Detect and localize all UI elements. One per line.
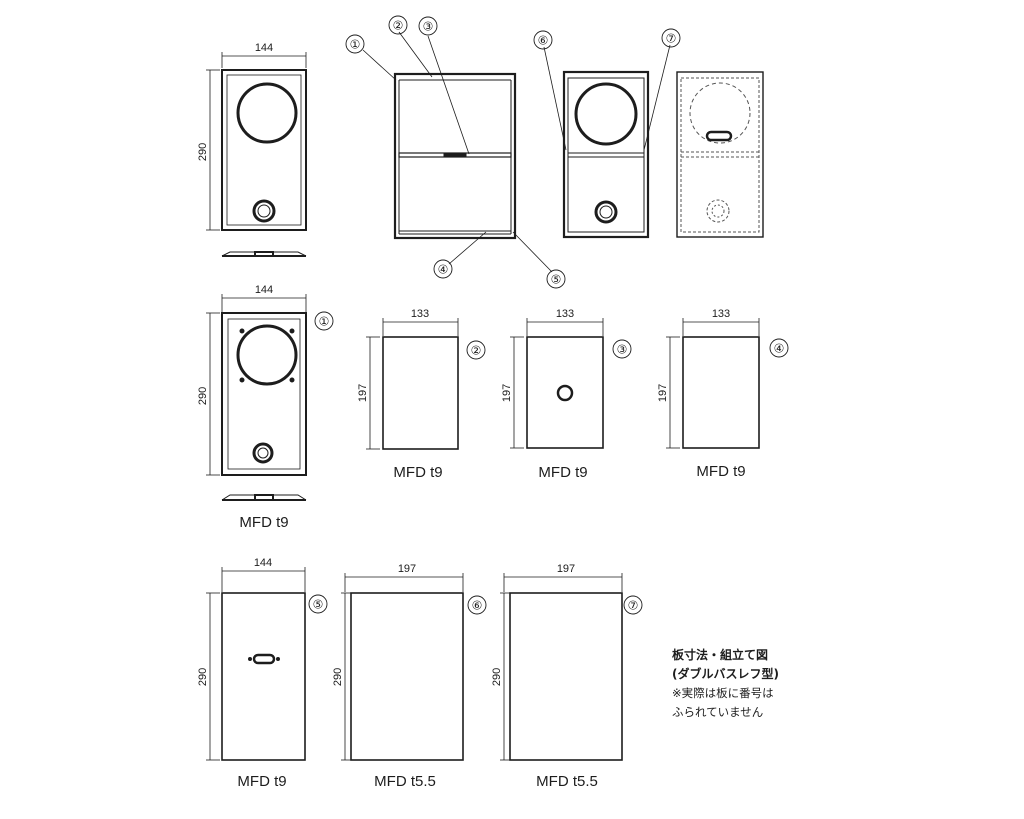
callout-3-panel: ③ — [617, 343, 628, 357]
panel-7-drawing — [500, 573, 623, 761]
panel-3-drawing — [510, 318, 604, 449]
front-view-bottom-section — [221, 251, 307, 257]
callout-circles — [308, 15, 789, 615]
dim-height-panel-6: 290 — [332, 668, 344, 686]
panel-1-drawing — [206, 294, 307, 501]
legend-note: 板寸法・組立て図 (ダブルバスレフ型) ※実際は板に番号は ふられていません — [672, 646, 832, 722]
side-assembly-view — [393, 72, 517, 240]
legend-title-line-1: 板寸法・組立て図 — [672, 648, 769, 662]
callout-5-panel: ⑤ — [313, 598, 324, 612]
dim-height-panel-2: 197 — [357, 384, 369, 402]
panel-4-drawing — [666, 318, 760, 449]
callout-5-top: ⑤ — [551, 273, 562, 287]
callout-1-top: ① — [350, 38, 361, 52]
dim-width-panel-6: 197 — [398, 563, 416, 575]
rear-view — [676, 71, 764, 238]
callout-4-panel: ④ — [774, 342, 785, 356]
material-panel-4: MFD t9 — [696, 463, 745, 480]
dim-height-panel-4: 197 — [657, 384, 669, 402]
callout-2-top: ② — [393, 19, 404, 33]
dim-width-panel-5: 144 — [254, 557, 272, 569]
callout-7-top: ⑦ — [666, 32, 677, 46]
callout-2-panel: ② — [471, 344, 482, 358]
inner-view — [562, 70, 650, 239]
dim-width-panel-4: 133 — [712, 308, 730, 320]
callout-7-panel: ⑦ — [628, 599, 639, 613]
callout-6-top: ⑥ — [538, 34, 549, 48]
dim-width-front: 144 — [255, 42, 273, 54]
callout-numbers: ① ② ③ ④ ⑤ ⑥ ⑦ ① ② ③ ④ ⑤ ⑥ ⑦ — [313, 19, 785, 613]
dim-height-front: 290 — [197, 143, 209, 161]
callout-3-top: ③ — [423, 20, 434, 34]
dim-width-panel-3: 133 — [556, 308, 574, 320]
legend-note-line-1: ※実際は板に番号は — [672, 686, 774, 700]
dimension-labels: 144 290 144 290 133 197 133 197 133 197 … — [197, 42, 730, 686]
panel-2-drawing — [366, 318, 459, 450]
material-panel-6: MFD t5.5 — [374, 773, 436, 790]
legend-note-line-2: ふられていません — [672, 705, 764, 719]
dim-width-panel-2: 133 — [411, 308, 429, 320]
material-panel-2: MFD t9 — [393, 464, 442, 481]
dim-height-panel-3: 197 — [501, 384, 513, 402]
material-panel-3: MFD t9 — [538, 464, 587, 481]
callout-1-panel: ① — [319, 315, 330, 329]
material-labels: MFD t9 MFD t9 MFD t9 MFD t9 MFD t9 MFD t… — [237, 463, 745, 790]
dim-height-panel-1: 290 — [197, 387, 209, 405]
panel-6-drawing — [341, 573, 464, 761]
front-view — [206, 52, 307, 231]
callout-6-panel: ⑥ — [472, 599, 483, 613]
callout-4-top: ④ — [438, 263, 449, 277]
dim-width-panel-7: 197 — [557, 563, 575, 575]
material-panel-5: MFD t9 — [237, 773, 286, 790]
panel-5-drawing — [206, 567, 306, 761]
dim-height-panel-5: 290 — [197, 668, 209, 686]
material-panel-1: MFD t9 — [239, 514, 288, 531]
material-panel-7: MFD t5.5 — [536, 773, 598, 790]
dim-height-panel-7: 290 — [491, 668, 503, 686]
legend-title-line-2: (ダブルバスレフ型) — [672, 667, 779, 681]
dim-width-panel-1: 144 — [255, 284, 273, 296]
